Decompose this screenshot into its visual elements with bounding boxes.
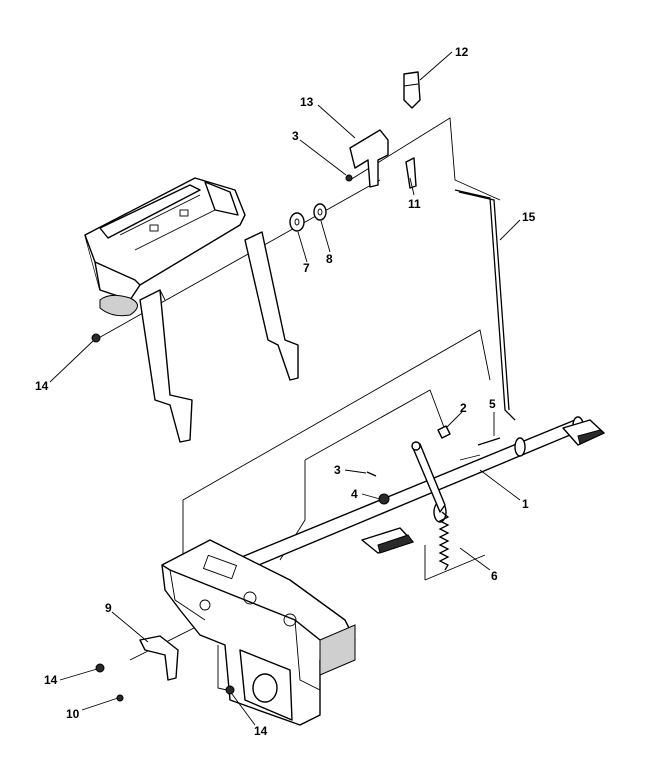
callout-4: 4 xyxy=(351,487,358,501)
part-12-clip xyxy=(403,71,421,109)
callout-14-left: 14 xyxy=(44,673,58,687)
callout-3-upper: 3 xyxy=(292,129,299,143)
callout-14-upper: 14 xyxy=(35,379,49,393)
handle-assembly xyxy=(84,177,299,443)
part-13-bracket xyxy=(349,129,389,188)
part-8-washer xyxy=(313,203,327,221)
callout-2: 2 xyxy=(460,401,467,415)
callout-3-lower: 3 xyxy=(334,463,341,477)
part-5-pin xyxy=(477,437,501,446)
callout-7: 7 xyxy=(303,261,310,275)
handle-hardware xyxy=(91,71,421,343)
control-rod-15 xyxy=(454,189,516,421)
part-4-nut xyxy=(378,493,390,505)
part-7-washer xyxy=(289,212,305,232)
frame-assembly xyxy=(95,539,356,726)
shaft-assembly xyxy=(209,416,605,583)
callout-11: 11 xyxy=(408,197,421,211)
callout-13: 13 xyxy=(300,95,314,109)
part-14-nut-upper xyxy=(91,333,101,343)
part-3-pin-upper xyxy=(345,174,353,182)
callout-5: 5 xyxy=(489,397,496,411)
callouts: 12 13 3 11 15 7 8 14 2 5 3 4 1 6 9 14 10… xyxy=(35,45,536,738)
part-14-nut-left xyxy=(95,663,105,673)
callout-9: 9 xyxy=(105,601,112,615)
callout-6: 6 xyxy=(491,569,498,583)
callout-15: 15 xyxy=(522,210,536,224)
callout-1: 1 xyxy=(522,497,529,511)
leader-lines xyxy=(49,51,521,726)
part-3-pin-lower xyxy=(366,471,377,477)
callout-12: 12 xyxy=(455,45,469,59)
callout-14-lower: 14 xyxy=(254,724,268,738)
part-11-bolt xyxy=(405,157,417,189)
callout-8: 8 xyxy=(326,252,333,266)
part-2-bushing xyxy=(437,425,451,439)
callout-10: 10 xyxy=(66,707,80,721)
part-14-nut-lower xyxy=(225,685,235,695)
part-6-spring xyxy=(438,511,450,571)
part-9-bracket xyxy=(139,635,179,681)
